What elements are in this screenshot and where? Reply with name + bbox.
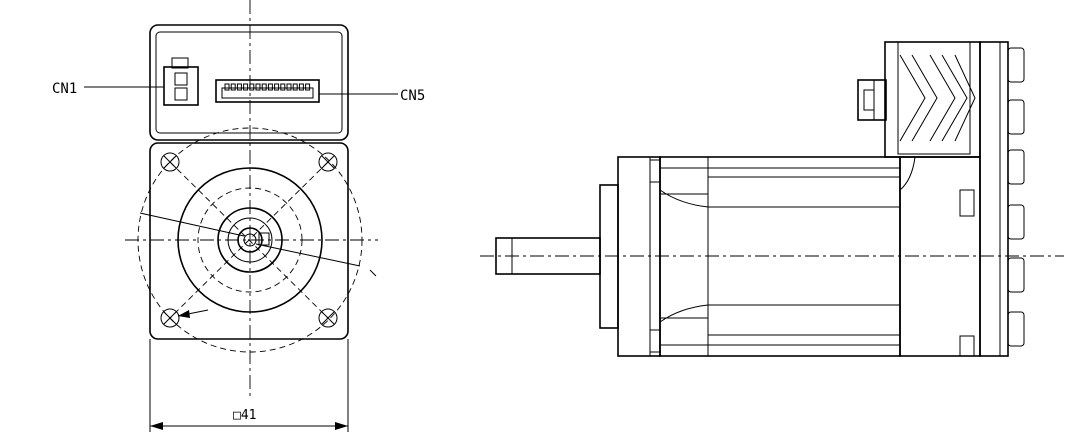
- end-tab: [1007, 99, 1025, 135]
- cn1-pin-top: [174, 72, 188, 86]
- cn1-pin-bottom: [174, 87, 188, 101]
- side-connector: [857, 79, 887, 121]
- end-tab: [1007, 257, 1025, 293]
- cn5-pin: [261, 83, 267, 91]
- dimension-label: □41: [233, 408, 256, 423]
- driver-box-inner: [155, 31, 343, 134]
- cn5-pin: [236, 83, 242, 91]
- side-driver-box: [884, 41, 981, 158]
- motor-flange: [149, 142, 349, 340]
- cn5-body: [215, 79, 320, 103]
- cn5-pin: [292, 83, 298, 91]
- bearing-inner: [227, 217, 273, 263]
- side-rear-housing: [899, 156, 981, 357]
- driver-end-cap: [979, 41, 1009, 357]
- cn5-label: CN5: [400, 88, 425, 104]
- side-front-flange: [617, 156, 661, 357]
- cn5-pin: [286, 83, 292, 91]
- cn1-body: [163, 66, 199, 106]
- diagonal-dash-2: [169, 161, 329, 319]
- front-view: CN1 CN5: [52, 0, 425, 432]
- cn5-pin: [280, 83, 286, 91]
- dim-arrow-left: [150, 422, 163, 430]
- driver-box-outer: [149, 24, 349, 141]
- cn5-pin: [224, 83, 230, 91]
- end-tab: [1007, 47, 1025, 83]
- cn1-connector: [163, 57, 199, 106]
- end-tab: [1007, 311, 1025, 347]
- bearing-outer: [217, 207, 283, 273]
- end-tabs: [1007, 47, 1025, 347]
- side-connector-body: [857, 79, 887, 121]
- end-tab: [1007, 149, 1025, 185]
- side-driver-end: [979, 41, 1025, 357]
- radius-leader-tick: [369, 269, 377, 277]
- rear-housing: [899, 156, 981, 357]
- shaft-center: [243, 233, 257, 247]
- cn5-pin: [274, 83, 280, 91]
- shaft: [237, 227, 263, 253]
- driver-box: [149, 24, 349, 141]
- cn5-pin: [298, 83, 304, 91]
- pilot-inner-dashed: [197, 187, 303, 293]
- pilot-boss: [177, 167, 323, 313]
- motor-body: [659, 156, 901, 357]
- hole-callout-arrowhead: [178, 310, 190, 318]
- cn1-latch: [171, 57, 189, 69]
- cn5-pins: [224, 83, 311, 91]
- side-view: [480, 41, 1064, 357]
- cn1-label: CN1: [52, 81, 77, 97]
- side-pilot: [599, 184, 619, 329]
- shaft-key: [258, 232, 270, 246]
- bolt-circle: [137, 127, 363, 353]
- cn5-pin: [305, 83, 311, 91]
- cn5-connector: [215, 79, 320, 103]
- side-motor-body: [659, 156, 901, 357]
- flange-body: [617, 156, 661, 357]
- radius-leader-left: [139, 212, 245, 237]
- cn5-pin: [255, 83, 261, 91]
- cn5-pin: [267, 83, 273, 91]
- cn5-pin: [243, 83, 249, 91]
- cn5-pin: [249, 83, 255, 91]
- dim-arrow-right: [335, 422, 348, 430]
- radius-leader-right: [255, 243, 361, 267]
- end-tab: [1007, 204, 1025, 240]
- cn5-pin: [230, 83, 236, 91]
- cn5-pin-row: [221, 87, 314, 99]
